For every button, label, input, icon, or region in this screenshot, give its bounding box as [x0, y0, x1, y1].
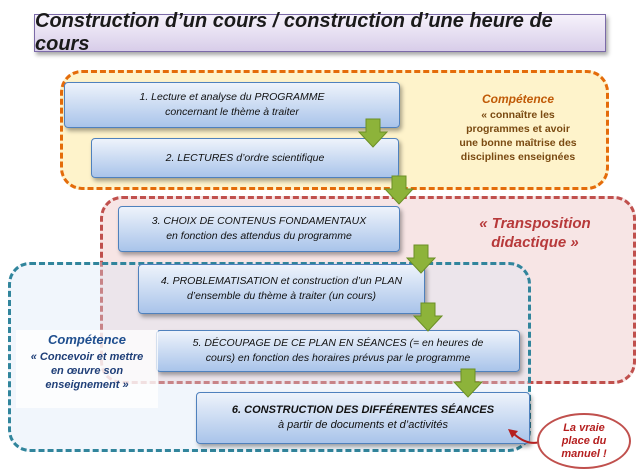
step-3-line-1: 3. CHOIX DE CONTENUS FONDAMENTAUX [151, 215, 367, 227]
green-down-arrow-icon [384, 175, 414, 205]
step-6-line-1: 6. CONSTRUCTION DES DIFFÉRENTES SÉANCES [231, 404, 495, 416]
manual-callout-line: place du [561, 434, 607, 447]
green-down-arrow-icon [453, 368, 483, 398]
step-1-box: 1. Lecture et analyse du PROGRAMME conce… [64, 82, 400, 128]
step-2-line-1: 2. LECTURES d’ordre scientifique [165, 151, 325, 164]
step-2-box: 2. LECTURES d’ordre scientifique [91, 138, 399, 178]
step-6-line-2: à partir de documents et d’activités [278, 419, 448, 431]
step-4-line-1: 4. PROBLEMATISATION et construction d’un… [160, 275, 403, 287]
step-1-line-2: concernant le thème à traiter [165, 106, 299, 118]
green-down-arrow-icon [406, 244, 436, 274]
competence-knowledge-heading: Compétence [481, 92, 555, 106]
step-4-line-2: d’ensemble du thème à traiter (un cours) [186, 290, 377, 302]
step-1-line-1: 1. Lecture et analyse du PROGRAMME [139, 91, 325, 103]
competence-teaching-line: enseignement » [45, 379, 129, 391]
manual-callout-line: La vraie [563, 421, 605, 434]
step-6-box: 6. CONSTRUCTION DES DIFFÉRENTES SÉANCES … [196, 392, 530, 444]
step-5-line-1: 5. DÉCOUPAGE DE CE PLAN EN SÉANCES (= en… [192, 337, 484, 349]
competence-teaching-heading: Compétence [47, 332, 127, 347]
transposition-line: « Transposition [479, 215, 591, 232]
diagram-title: Construction d’un cours / construction d… [34, 10, 606, 55]
step-4-box: 4. PROBLEMATISATION et construction d’un… [138, 264, 425, 314]
step-5-box: 5. DÉCOUPAGE DE CE PLAN EN SÉANCES (= en… [156, 330, 520, 372]
competence-knowledge-line: « connaître les [481, 109, 555, 121]
step-3-box: 3. CHOIX DE CONTENUS FONDAMENTAUX en fon… [118, 206, 400, 252]
green-down-arrow-icon [358, 118, 388, 148]
competence-teaching-line: « Concevoir et mettre [30, 351, 144, 363]
competence-knowledge-line: disciplines enseignées [460, 151, 576, 163]
competence-knowledge-label: Compétence « connaître les programmes et… [448, 92, 588, 164]
competence-teaching-line: en œuvre son [50, 365, 124, 377]
green-down-arrow-icon [413, 302, 443, 332]
manual-callout: La vraie place du manuel ! [537, 413, 631, 469]
transposition-line: didactique » [491, 234, 579, 251]
competence-knowledge-line: une bonne maîtrise des [459, 137, 577, 149]
competence-knowledge-line: programmes et avoir [466, 123, 570, 135]
competence-teaching-label: Compétence « Concevoir et mettre en œuvr… [16, 330, 158, 408]
step-3-line-2: en fonction des attendus du programme [166, 230, 352, 242]
transposition-label: « Transposition didactique » [460, 214, 610, 252]
manual-callout-line: manuel ! [561, 447, 607, 460]
step-5-line-2: cours) en fonction des horaires prévus p… [205, 352, 471, 364]
